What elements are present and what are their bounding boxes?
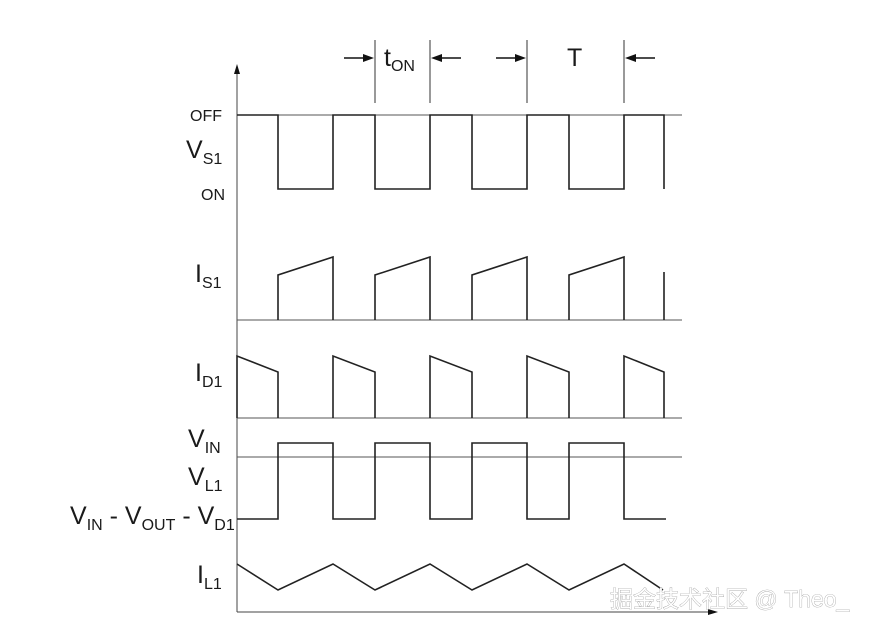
- watermark-text: 掘金技术社区 @ Theo_: [610, 586, 851, 612]
- low-sep2: - V: [175, 502, 214, 530]
- low-v2-sub: OUT: [142, 517, 176, 534]
- vin-label-main: V: [188, 425, 205, 453]
- id1-waveform: [236, 354, 665, 418]
- il1-label: IL1: [197, 561, 222, 593]
- vs1-waveform: [237, 114, 665, 190]
- id1-label-sub: D1: [202, 374, 223, 391]
- il1-label-main: I: [197, 561, 204, 589]
- vl1-waveform: [237, 442, 666, 520]
- vs1-label: VS1: [186, 136, 222, 168]
- x-axis-arrow-head: [708, 609, 718, 615]
- vs1-label-sub: S1: [203, 151, 223, 168]
- period-label: T: [567, 44, 582, 72]
- ton-right-arrow-head: [431, 54, 442, 62]
- vl1-label-main: V: [188, 463, 205, 491]
- vl1-low-level-label: VIN - VOUT - VD1: [70, 502, 235, 534]
- is1-label-sub: S1: [202, 275, 222, 292]
- ton-left-arrow-head: [363, 54, 374, 62]
- vl1-label: VL1: [188, 463, 223, 495]
- vin-label: VIN: [188, 425, 221, 457]
- is1-waveform: [277, 255, 665, 320]
- low-v1-main: V: [70, 502, 87, 530]
- low-v3-sub: D1: [214, 517, 235, 534]
- period-left-arrow-head: [515, 54, 526, 62]
- id1-label: ID1: [195, 359, 223, 391]
- il1-label-sub: L1: [204, 576, 222, 593]
- ton-label-sub: ON: [391, 58, 415, 75]
- is1-label: IS1: [195, 260, 222, 292]
- ton-label: tON: [384, 44, 415, 75]
- vin-label-sub: IN: [205, 440, 221, 457]
- y-axis-arrow-head: [234, 64, 240, 74]
- id1-label-main: I: [195, 359, 202, 387]
- low-sep1: - V: [103, 502, 142, 530]
- il1-waveform: [236, 563, 664, 591]
- off-label: OFF: [190, 108, 222, 125]
- ton-label-main: t: [384, 44, 391, 72]
- is1-label-main: I: [195, 260, 202, 288]
- on-label: ON: [201, 187, 225, 204]
- low-v1-sub: IN: [87, 517, 103, 534]
- vs1-label-main: V: [186, 136, 203, 164]
- vl1-label-sub: L1: [205, 478, 223, 495]
- period-right-arrow-head: [625, 54, 636, 62]
